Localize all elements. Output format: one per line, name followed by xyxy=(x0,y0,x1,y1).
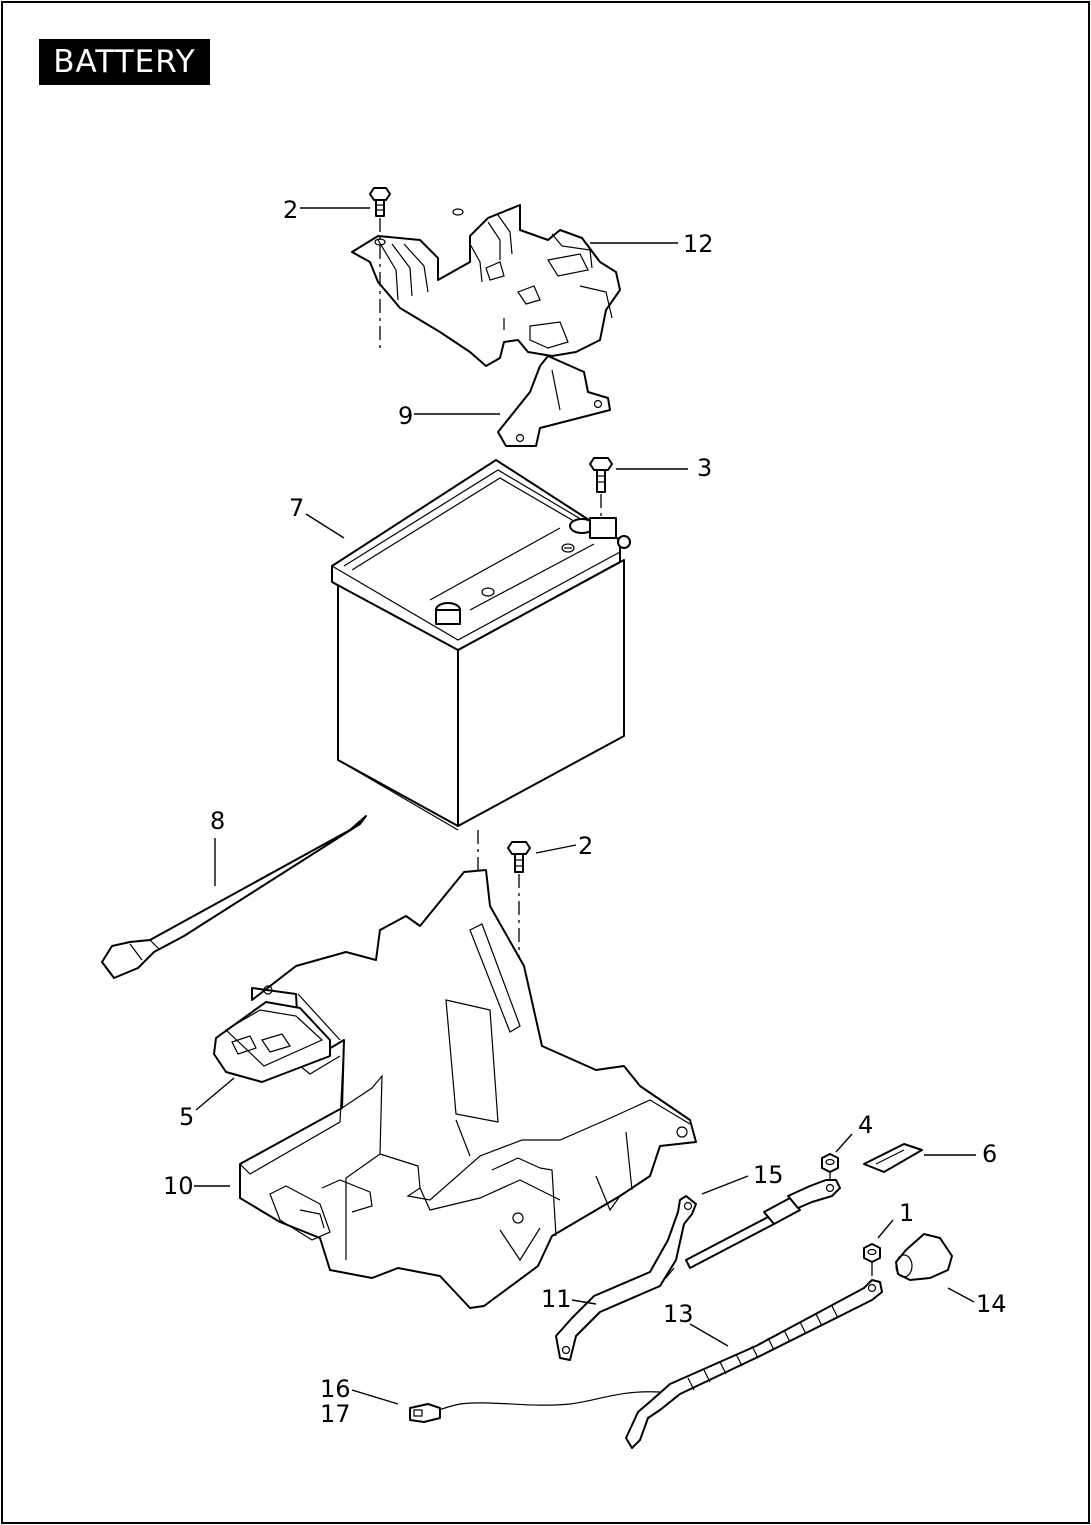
connector-icon xyxy=(409,1403,441,1423)
screw-icon xyxy=(507,841,531,873)
callout-16: 16 xyxy=(320,1375,351,1403)
callout-13: 13 xyxy=(663,1300,694,1328)
nut-icon xyxy=(821,1153,839,1173)
callout-15: 15 xyxy=(753,1161,784,1189)
callout-11: 11 xyxy=(541,1285,572,1313)
support-bracket-icon xyxy=(497,355,611,447)
callout-8: 8 xyxy=(210,807,225,835)
callout-labels: 2 12 9 3 7 8 2 5 10 4 6 15 1 14 11 13 16… xyxy=(163,196,1007,1428)
leader-lines xyxy=(194,207,976,1405)
callout-2-mid: 2 xyxy=(578,832,593,860)
page-title: BATTERY xyxy=(39,39,210,85)
callout-4: 4 xyxy=(858,1111,873,1139)
callout-9: 9 xyxy=(398,402,413,430)
top-bracket-icon xyxy=(351,204,621,367)
callout-7: 7 xyxy=(289,494,304,522)
battery-icon xyxy=(331,459,631,831)
callout-12: 12 xyxy=(683,230,714,258)
callout-10: 10 xyxy=(163,1172,194,1200)
callout-3: 3 xyxy=(697,454,712,482)
screw-icon xyxy=(369,187,391,217)
mount-pad-icon xyxy=(213,1001,331,1083)
bolt-icon xyxy=(589,457,613,493)
callout-2-top: 2 xyxy=(283,196,298,224)
terminal-boot-icon xyxy=(895,1233,953,1281)
callout-5: 5 xyxy=(179,1103,194,1131)
battery-strap-icon xyxy=(101,815,367,979)
cable-icon xyxy=(555,1195,697,1361)
label-icon xyxy=(863,1143,923,1173)
callout-6: 6 xyxy=(982,1140,997,1168)
cable-icon xyxy=(685,1179,841,1269)
callout-1: 1 xyxy=(899,1199,914,1227)
callout-17: 17 xyxy=(320,1400,351,1428)
nut-icon xyxy=(863,1243,881,1263)
callout-14: 14 xyxy=(976,1290,1007,1318)
battery-tray-icon xyxy=(239,869,697,1309)
harness-icon xyxy=(425,1279,883,1449)
